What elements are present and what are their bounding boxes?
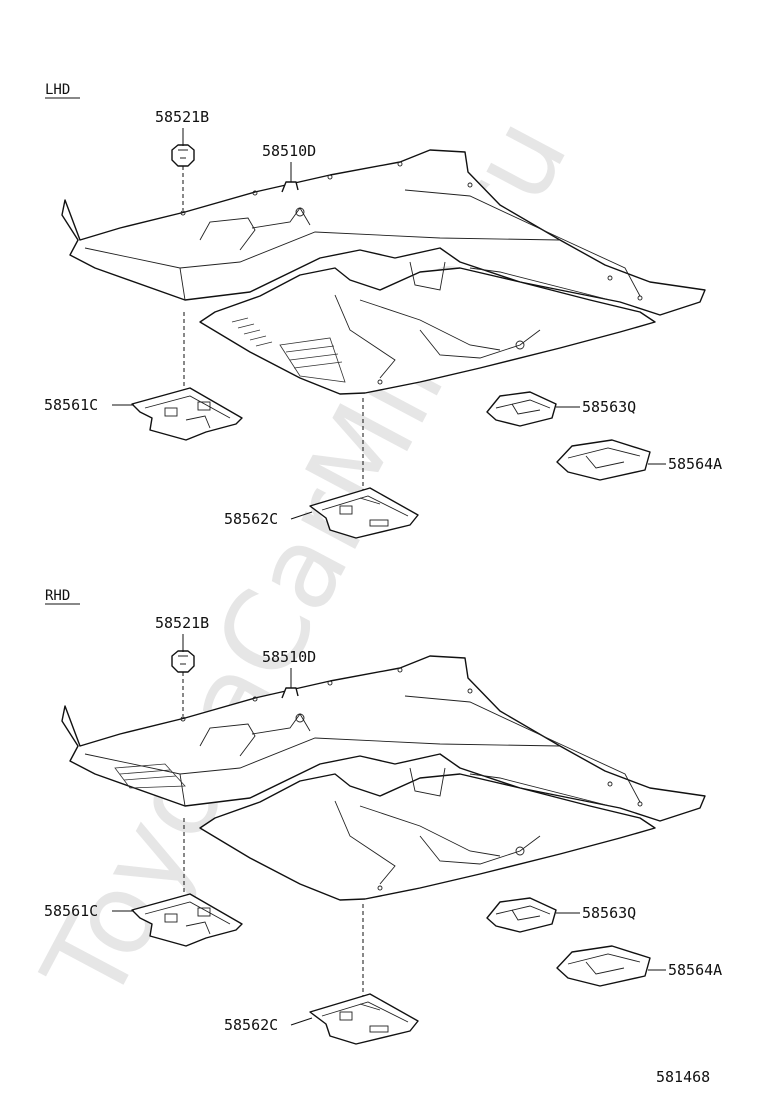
callout-front-rh: 58563Q [582, 398, 636, 416]
callout-rear-rh: 58564A [668, 455, 722, 473]
silencer-58563Q-drawing-rhd [486, 897, 557, 933]
section-lhd: LHD 58521B 58510D 58561C 58562C 58563Q 5… [44, 82, 722, 539]
clip-58521B-drawing-rhd [171, 650, 195, 673]
section-rhd: RHD 58521B 58510D 58561C 58562C 58563Q 5… [44, 588, 722, 1045]
callout-front-lh-rhd: 58561C [44, 902, 98, 920]
callout-rear-rh-rhd: 58564A [668, 961, 722, 979]
silencer-58564A-drawing-rhd [556, 945, 651, 987]
callout-carpet: 58510D [262, 142, 316, 160]
silencer-58563Q-drawing [486, 391, 557, 427]
floor-carpet-drawing [61, 149, 706, 395]
silencer-58564A-drawing [556, 439, 651, 481]
callout-clip: 58521B [155, 108, 209, 126]
section-title-rhd: RHD [45, 588, 70, 604]
callout-clip-rhd: 58521B [155, 614, 209, 632]
silencer-58562C-drawing-rhd [309, 993, 419, 1045]
diagram-id: 581468 [656, 1068, 710, 1086]
callout-front-rh-rhd: 58563Q [582, 904, 636, 922]
callout-rear-center-rhd: 58562C [224, 1016, 278, 1034]
callout-rear-center: 58562C [224, 510, 278, 528]
callout-front-lh: 58561C [44, 396, 98, 414]
callout-carpet-rhd: 58510D [262, 648, 316, 666]
section-title-lhd: LHD [45, 82, 70, 98]
silencer-58561C-drawing [131, 387, 243, 441]
clip-58521B-drawing [171, 144, 195, 167]
